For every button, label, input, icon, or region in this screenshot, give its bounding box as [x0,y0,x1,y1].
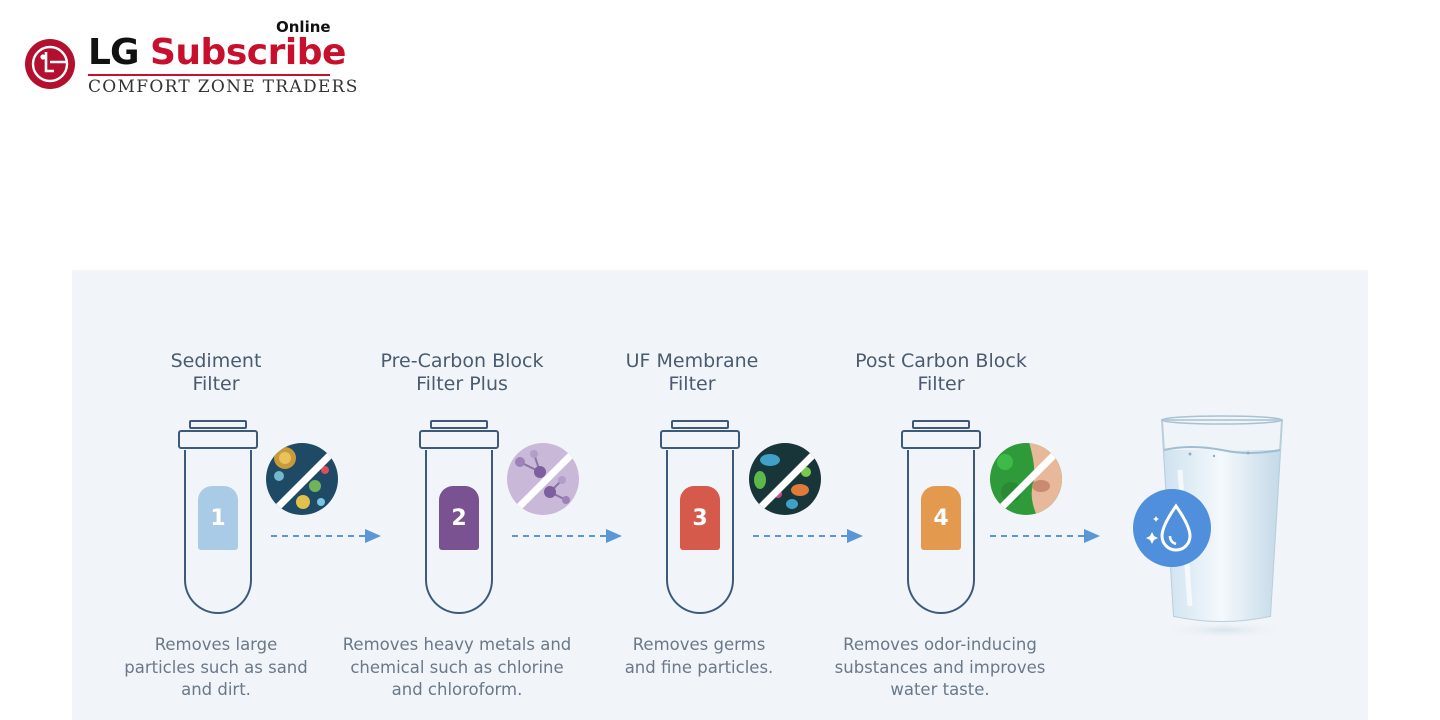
brand-lg-label: LG [88,32,139,73]
stage-2-filter-cartridge: 2 [419,420,499,616]
brand-online-label: Online [276,18,331,36]
stage-1-description: Removes large particles such as sand and… [124,635,308,699]
stage-4-number-badge: 4 [921,486,961,550]
stage-2-title: Pre-Carbon Block Filter Plus [380,350,544,395]
water-glass-icon [1160,415,1286,639]
brand-logo[interactable]: Online LG Subscribe COMFORT ZONE TRADERS [22,16,357,100]
stage-1-filter-cartridge: 1 [178,420,258,616]
flow-arrow-3 [753,529,863,543]
stage-3-number-badge: 3 [680,486,720,550]
stage-3-description: Removes germs and fine particles. [624,635,774,677]
bacteria-icon [266,443,338,515]
nose-odor-icon [990,443,1062,515]
brand-tagline: COMFORT ZONE TRADERS [88,77,359,97]
brand-subscribe-label: Subscribe [150,32,346,73]
stage-2-description: Removes heavy metals and chemical such a… [342,635,572,699]
flow-arrow-2 [512,529,622,543]
stage-1-number-badge: 1 [198,486,238,550]
stage-4-description: Removes odor-inducing substances and imp… [834,635,1046,699]
stage-1-title: Sediment Filter [170,350,262,395]
stage-3-filter-cartridge: 3 [660,420,740,616]
stage-2-number-badge: 2 [439,486,479,550]
flow-arrow-1 [271,529,381,543]
lg-face-icon [25,39,75,89]
flow-arrow-4 [990,529,1100,543]
stage-3-title: UF Membrane Filter [625,350,759,395]
stage-4-title: Post Carbon Block Filter [855,350,1027,395]
stage-4-filter-cartridge: 4 [901,420,981,616]
filter-stages-infographic: Sediment Filter 1 Removes large particle… [72,270,1368,720]
germs-icon [749,443,821,515]
water-drop-sparkle-icon [1133,489,1211,567]
molecule-icon [507,443,579,515]
brand-divider [88,74,330,76]
